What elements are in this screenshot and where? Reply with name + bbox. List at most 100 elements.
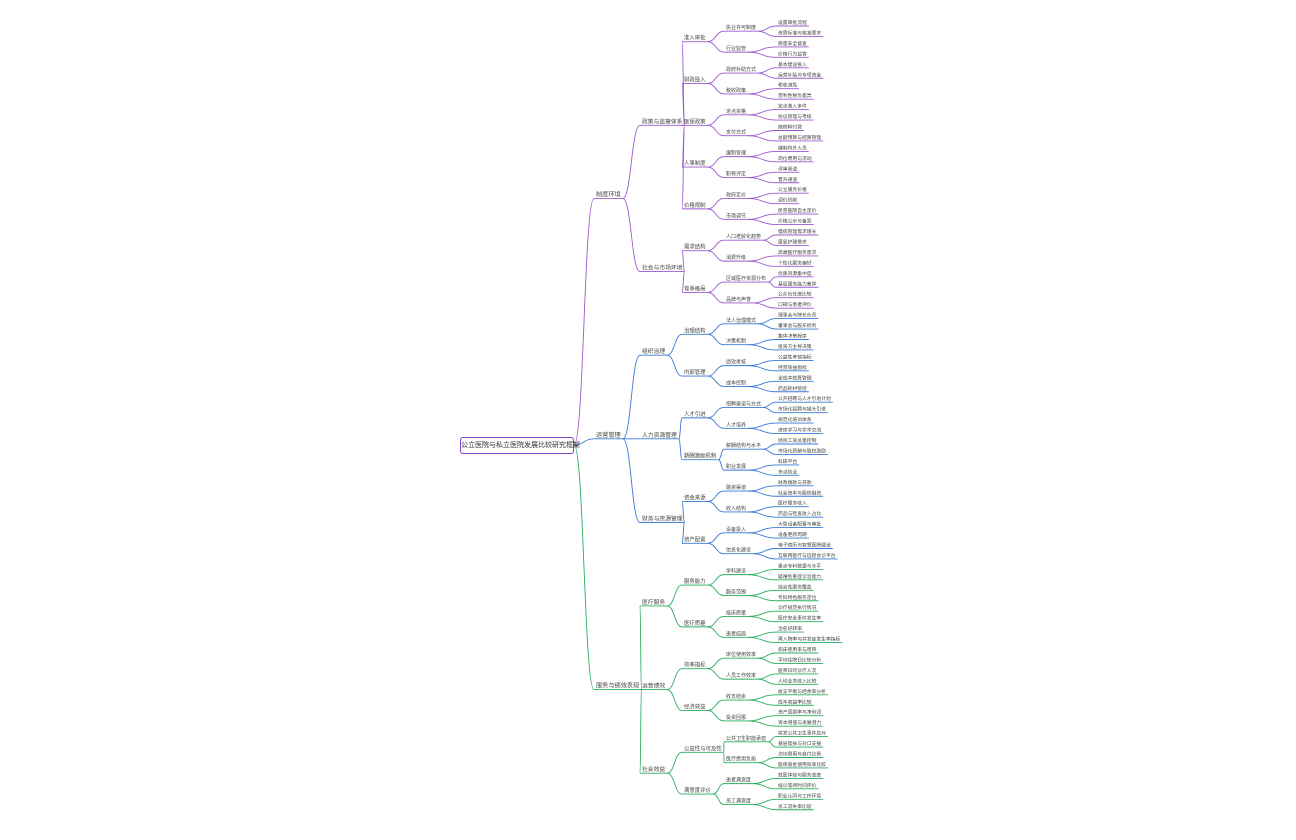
- leaf-topic[interactable]: 个性化服务偏好: [778, 259, 812, 266]
- leaf-topic[interactable]: 互联网医疗与远程会诊平台: [778, 552, 836, 559]
- subtopic[interactable]: 成本控制: [726, 380, 746, 387]
- subtopic[interactable]: 职业发展: [726, 463, 746, 470]
- subtopic[interactable]: 消费升级: [726, 254, 746, 261]
- leaf-topic[interactable]: 理事会与院长负责: [778, 312, 817, 319]
- main-branch-topic[interactable]: 服务与绩效表现: [596, 682, 639, 690]
- subtopic[interactable]: 薪酬结构与水平: [726, 442, 761, 449]
- leaf-topic[interactable]: 设置审批流程: [778, 19, 807, 26]
- leaf-topic[interactable]: 进修学习与学术交流: [778, 427, 821, 434]
- leaf-topic[interactable]: 市场化薪酬与股权激励: [778, 447, 826, 454]
- subtopic[interactable]: 薪酬激励机制: [684, 452, 716, 460]
- root-topic[interactable]: 公立医院与私立医院发展比较研究框架: [460, 437, 580, 454]
- subtopic[interactable]: 法人治理模式: [726, 317, 756, 324]
- leaf-topic[interactable]: 编制内外人员: [778, 144, 807, 151]
- leaf-topic[interactable]: 诊疗规范执行情况: [778, 604, 817, 611]
- leaf-topic[interactable]: 营利性税负差异: [778, 92, 812, 99]
- subtopic[interactable]: 定点资格: [726, 108, 746, 115]
- subtopic[interactable]: 价格规制: [684, 201, 706, 209]
- main-branch-topic[interactable]: 运营管理: [596, 431, 621, 439]
- subtopic[interactable]: 资金来源: [684, 493, 706, 501]
- leaf-topic[interactable]: 医师日均诊疗人次: [778, 667, 817, 674]
- leaf-topic[interactable]: 疑难危重症诊治能力: [778, 573, 821, 580]
- leaf-topic[interactable]: 调价机制: [778, 197, 797, 204]
- leaf-topic[interactable]: 重点专科数量与水平: [778, 562, 821, 569]
- leaf-topic[interactable]: 收支平衡与结余率分析: [778, 688, 826, 695]
- subtopic[interactable]: 人口老龄化趋势: [726, 233, 761, 240]
- leaf-topic[interactable]: 科研平台: [778, 458, 797, 465]
- subtopic[interactable]: 执业许可制度: [726, 24, 756, 31]
- subtopic[interactable]: 医疗费用负担: [726, 756, 756, 763]
- leaf-topic[interactable]: 公益性考核指标: [778, 353, 812, 360]
- leaf-topic[interactable]: 投资方主导决策: [778, 343, 812, 350]
- subtopic[interactable]: 需求结构: [684, 243, 706, 251]
- leaf-topic[interactable]: 价格公示与备案: [778, 218, 812, 225]
- subtopic[interactable]: 投资回报: [726, 714, 746, 721]
- subtopic[interactable]: 绩效考核: [726, 359, 746, 366]
- leaf-topic[interactable]: 经营效益指标: [778, 364, 807, 371]
- subtopic[interactable]: 患者满意度: [726, 777, 751, 784]
- subtopic[interactable]: 区域医疗资源分布: [726, 275, 766, 282]
- subtopic[interactable]: 效率指标: [684, 661, 706, 669]
- leaf-topic[interactable]: 就医体验与服务态度: [778, 771, 821, 778]
- leaf-topic[interactable]: 医保基金使用效率比较: [778, 761, 826, 768]
- leaf-topic[interactable]: 评审渠道: [778, 165, 797, 172]
- subtopic[interactable]: 职称评定: [726, 171, 746, 178]
- leaf-topic[interactable]: 税收减免: [778, 82, 797, 89]
- leaf-topic[interactable]: 财政拨款与贷款: [778, 479, 812, 486]
- leaf-topic[interactable]: 公立服务价格: [778, 186, 807, 193]
- leaf-topic[interactable]: 康复护理需求: [778, 238, 807, 245]
- subtopic[interactable]: 政府补助方式: [726, 66, 756, 73]
- subtopic[interactable]: 临床质量: [726, 609, 746, 616]
- leaf-topic[interactable]: 资产回报率与净利润: [778, 709, 821, 716]
- leaf-topic[interactable]: 基本建设投入: [778, 61, 807, 68]
- leaf-topic[interactable]: 专科特色服务定位: [778, 594, 817, 601]
- leaf-topic[interactable]: 医疗安全事件发生率: [778, 615, 821, 622]
- leaf-topic[interactable]: 集体决策程序: [778, 333, 807, 340]
- leaf-topic[interactable]: 按病种付费: [778, 124, 802, 131]
- subtopic[interactable]: 社会效益: [642, 765, 665, 773]
- leaf-topic[interactable]: 突发公共卫生事件应对: [778, 730, 826, 737]
- leaf-topic[interactable]: 市场化招聘与猎头引进: [778, 406, 826, 413]
- leaf-topic[interactable]: 基层服务能力差异: [778, 280, 817, 287]
- subtopic[interactable]: 决策机制: [726, 338, 746, 345]
- leaf-topic[interactable]: 公开招聘与人才引进计划: [778, 395, 831, 402]
- subtopic[interactable]: 人才培养: [726, 421, 746, 428]
- subtopic[interactable]: 医疗质量: [684, 619, 706, 627]
- leaf-topic[interactable]: 公众信任度比较: [778, 291, 812, 298]
- leaf-topic[interactable]: 职业认同与工作环境: [778, 792, 821, 799]
- leaf-topic[interactable]: 高端医疗服务需求: [778, 249, 817, 256]
- subtopic[interactable]: 融资渠道: [726, 484, 746, 491]
- leaf-topic[interactable]: 社会资本与股权融资: [778, 489, 821, 496]
- subtopic[interactable]: 设备投入: [726, 526, 746, 533]
- subtopic[interactable]: 政策与监管体系: [642, 117, 683, 125]
- subtopic[interactable]: 收支结余: [726, 693, 746, 700]
- leaf-topic[interactable]: 总额预算与结算管理: [778, 134, 821, 141]
- subtopic[interactable]: 准入审批: [684, 34, 706, 42]
- leaf-topic[interactable]: 绩效工资总量控制: [778, 437, 817, 444]
- leaf-topic[interactable]: 次均费用与自付比例: [778, 751, 821, 758]
- subtopic[interactable]: 患者结局: [726, 630, 746, 637]
- leaf-topic[interactable]: 多点执业: [778, 468, 797, 475]
- main-branch-topic[interactable]: 制度环境: [596, 190, 621, 198]
- subtopic[interactable]: 人力资源管理: [642, 431, 677, 439]
- leaf-topic[interactable]: 药品耗材管控: [778, 385, 807, 392]
- subtopic[interactable]: 财务与资源管理: [642, 514, 683, 522]
- leaf-topic[interactable]: 再入院率与并发症发生率指标: [778, 636, 841, 643]
- subtopic[interactable]: 服务能力: [684, 577, 706, 585]
- subtopic[interactable]: 资产配置: [684, 535, 706, 543]
- leaf-topic[interactable]: 设备更新周期: [778, 531, 807, 538]
- leaf-topic[interactable]: 候诊等待时间评价: [778, 782, 817, 789]
- subtopic[interactable]: 员工满意度: [726, 798, 751, 805]
- leaf-topic[interactable]: 资本增值与发展潜力: [778, 719, 821, 726]
- subtopic[interactable]: 人才引进: [684, 410, 706, 418]
- subtopic[interactable]: 学科建设: [726, 568, 746, 575]
- subtopic[interactable]: 医疗服务: [642, 598, 665, 606]
- subtopic[interactable]: 品牌与声誉: [726, 296, 751, 303]
- leaf-topic[interactable]: 病床使用率与周转: [778, 646, 817, 653]
- subtopic[interactable]: 运营绩效: [642, 682, 665, 690]
- leaf-topic[interactable]: 民营医院自主定价: [778, 207, 817, 214]
- subtopic[interactable]: 治理结构: [684, 326, 706, 334]
- leaf-topic[interactable]: 平均住院日比较分析: [778, 656, 821, 663]
- subtopic[interactable]: 医保政策: [684, 117, 706, 125]
- subtopic[interactable]: 床位使用效率: [726, 651, 756, 658]
